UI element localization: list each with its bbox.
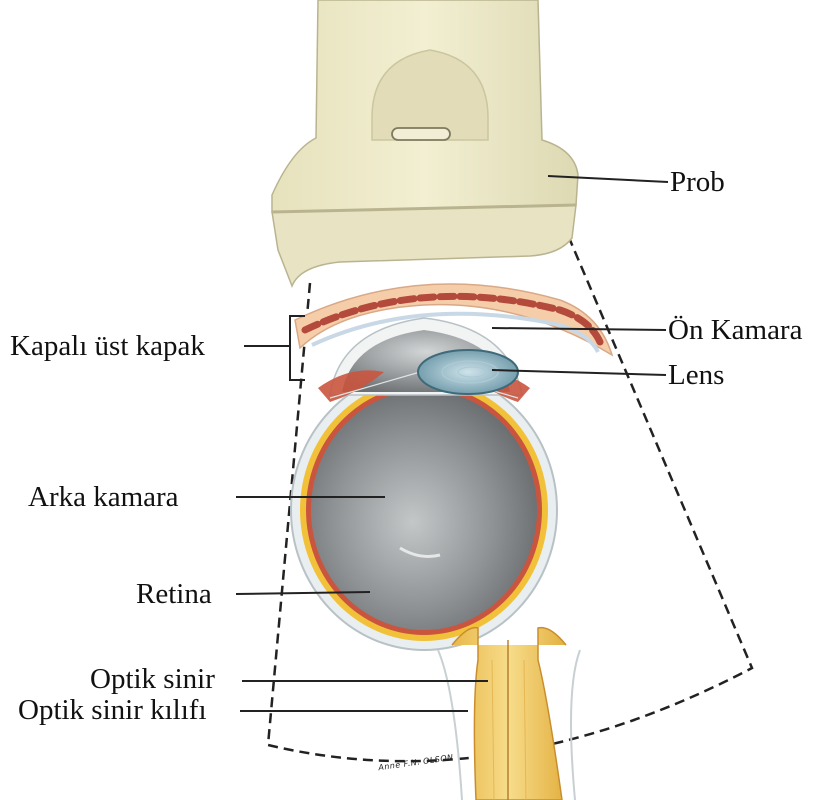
- label-optik-sinir-kilifi: Optik sinir kılıfı: [18, 696, 207, 725]
- lens-structure: [418, 350, 518, 394]
- label-on-kamara: Ön Kamara: [668, 316, 802, 345]
- label-lens: Lens: [668, 361, 724, 390]
- label-prob: Prob: [670, 168, 725, 197]
- label-arka-kamara: Arka kamara: [28, 483, 179, 512]
- label-optik-sinir: Optik sinir: [90, 665, 215, 694]
- label-retina: Retina: [136, 580, 212, 609]
- eye-globe: [291, 370, 557, 650]
- optic-nerve: [438, 628, 580, 800]
- label-kapali-ust-kapak: Kapalı üst kapak: [10, 332, 205, 361]
- leader-on-kamara: [492, 328, 666, 330]
- probe: [272, 0, 578, 286]
